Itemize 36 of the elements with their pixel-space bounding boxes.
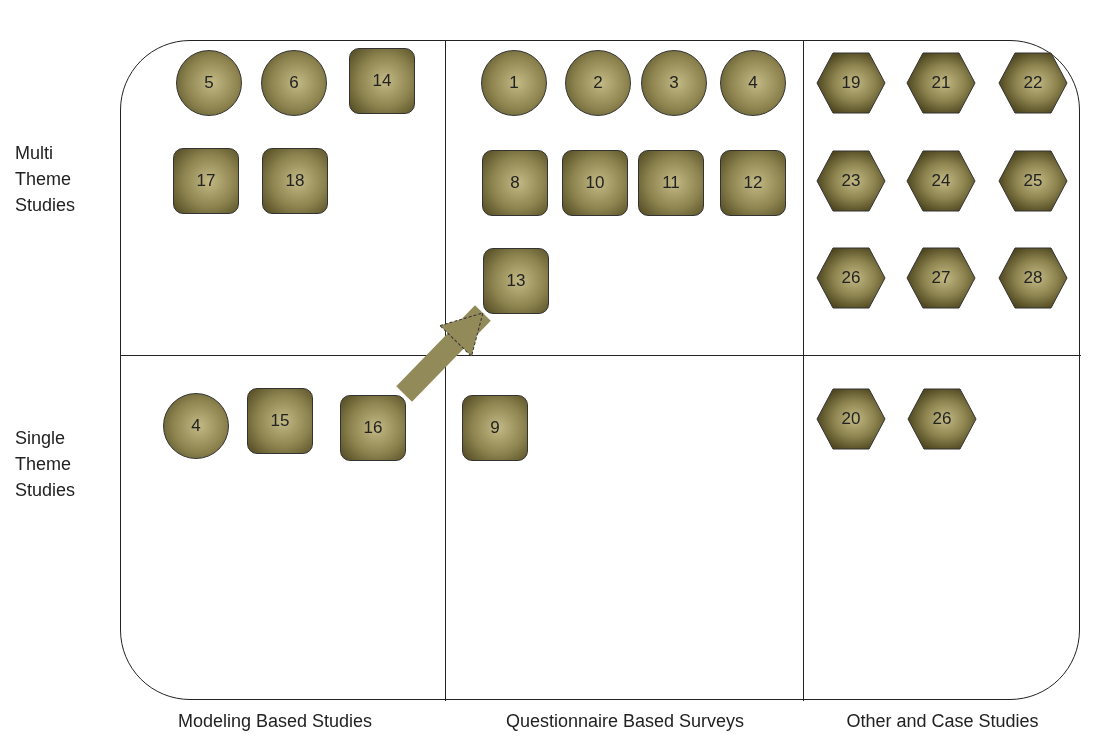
hexagon-marker: 26	[907, 388, 977, 450]
square-marker: 8	[482, 150, 548, 216]
matrix-cell	[121, 41, 446, 356]
circle-marker: 2	[565, 50, 631, 116]
square-marker: 12	[720, 150, 786, 216]
hexagon-marker: 19	[816, 52, 886, 114]
row-heading: Multi Theme Studies	[15, 142, 77, 218]
circle-marker: 6	[261, 50, 327, 116]
hexagon-marker: 27	[906, 247, 976, 309]
hexagon-marker: 22	[998, 52, 1068, 114]
circle-marker: 5	[176, 50, 242, 116]
circle-marker: 3	[641, 50, 707, 116]
square-marker: 14	[349, 48, 415, 114]
square-marker: 18	[262, 148, 328, 214]
column-heading: Questionnaire Based Surveys	[504, 710, 746, 733]
square-marker: 9	[462, 395, 528, 461]
circle-marker: 4	[720, 50, 786, 116]
hexagon-marker: 23	[816, 150, 886, 212]
square-marker: 13	[483, 248, 549, 314]
square-marker: 11	[638, 150, 704, 216]
row-heading: Single Theme Studies	[15, 427, 77, 503]
hexagon-marker: 26	[816, 247, 886, 309]
square-marker: 17	[173, 148, 239, 214]
hexagon-marker: 24	[906, 150, 976, 212]
circle-marker: 4	[163, 393, 229, 459]
circle-marker: 1	[481, 50, 547, 116]
matrix-frame	[120, 40, 1080, 700]
hexagon-marker: 28	[998, 247, 1068, 309]
column-heading: Modeling Based Studies	[176, 710, 374, 733]
square-marker: 16	[340, 395, 406, 461]
hexagon-marker: 20	[816, 388, 886, 450]
square-marker: 10	[562, 150, 628, 216]
square-marker: 15	[247, 388, 313, 454]
hexagon-marker: 21	[906, 52, 976, 114]
hexagon-marker: 25	[998, 150, 1068, 212]
column-heading: Other and Case Studies	[845, 710, 1040, 733]
